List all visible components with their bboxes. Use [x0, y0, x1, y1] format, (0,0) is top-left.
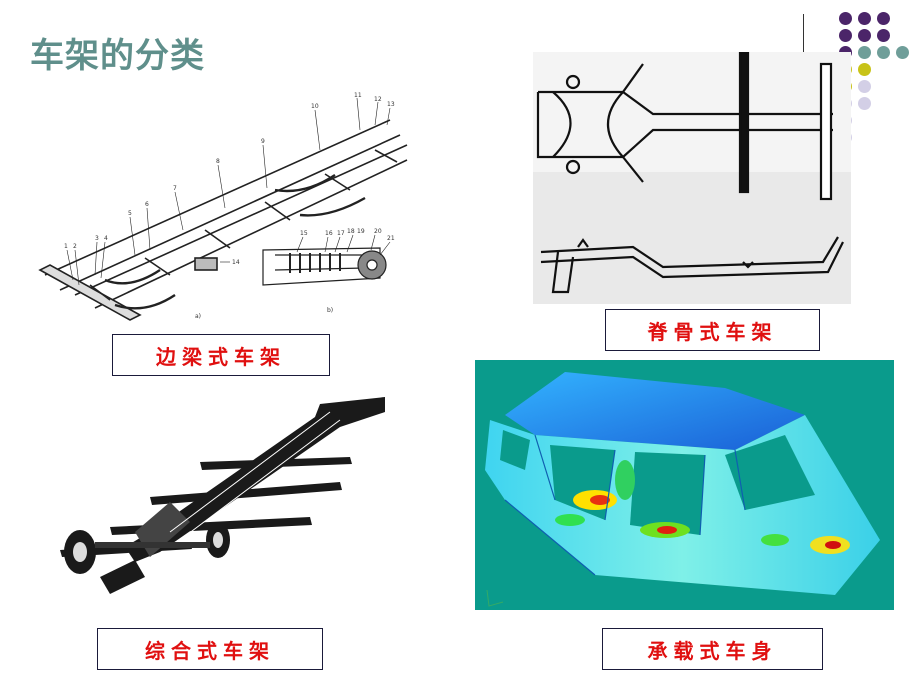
decorative-dot: [877, 46, 890, 59]
part-label: 4: [104, 235, 108, 242]
part-label: 15: [300, 230, 308, 237]
figure-label: a): [195, 313, 201, 320]
part-label: 3: [95, 235, 99, 242]
decorative-dot: [839, 12, 852, 25]
part-label: 6: [145, 201, 149, 208]
part-label: 20: [374, 228, 382, 235]
caption-combined-frame: 综合式车架: [97, 628, 323, 670]
decorative-dot: [896, 46, 909, 59]
part-label: 21: [387, 235, 395, 242]
part-label: 12: [374, 96, 382, 103]
part-label: 11: [354, 92, 362, 99]
part-label: 18: [347, 228, 355, 235]
decorative-dot: [877, 29, 890, 42]
part-label: 2: [73, 243, 77, 250]
part-label: 17: [337, 230, 345, 237]
decorative-dot: [858, 29, 871, 42]
decorative-dot: [858, 63, 871, 76]
part-label: 16: [325, 230, 333, 237]
decorative-dot: [858, 97, 871, 110]
figure-label: b): [327, 307, 333, 314]
part-label: 5: [128, 210, 132, 217]
ladder-frame-image: 1 2 3 4 5 6 7 8 9 10 11 12 13 14: [35, 90, 410, 325]
slide-title: 车架的分类: [30, 36, 205, 76]
caption-ladder-frame: 边梁式车架: [112, 334, 330, 376]
part-label: 10: [311, 103, 319, 110]
decorative-dot: [858, 12, 871, 25]
decorative-dot: [839, 29, 852, 42]
decorative-dot: [877, 12, 890, 25]
decorative-dot: [858, 80, 871, 93]
part-label: 14: [232, 259, 240, 266]
decorative-divider: [803, 14, 804, 54]
part-label: 19: [357, 228, 365, 235]
combined-frame-image: [40, 382, 390, 602]
caption-backbone-frame: 脊骨式车架: [605, 309, 820, 351]
part-label: 8: [216, 158, 220, 165]
caption-unibody: 承载式车身: [602, 628, 823, 670]
decorative-dot: [858, 46, 871, 59]
backbone-frame-image: [533, 52, 851, 304]
unibody-render-image: [475, 360, 894, 610]
part-label: 9: [261, 138, 265, 145]
part-label: 1: [64, 243, 68, 250]
part-label: 13: [387, 101, 395, 108]
part-label: 7: [173, 185, 177, 192]
